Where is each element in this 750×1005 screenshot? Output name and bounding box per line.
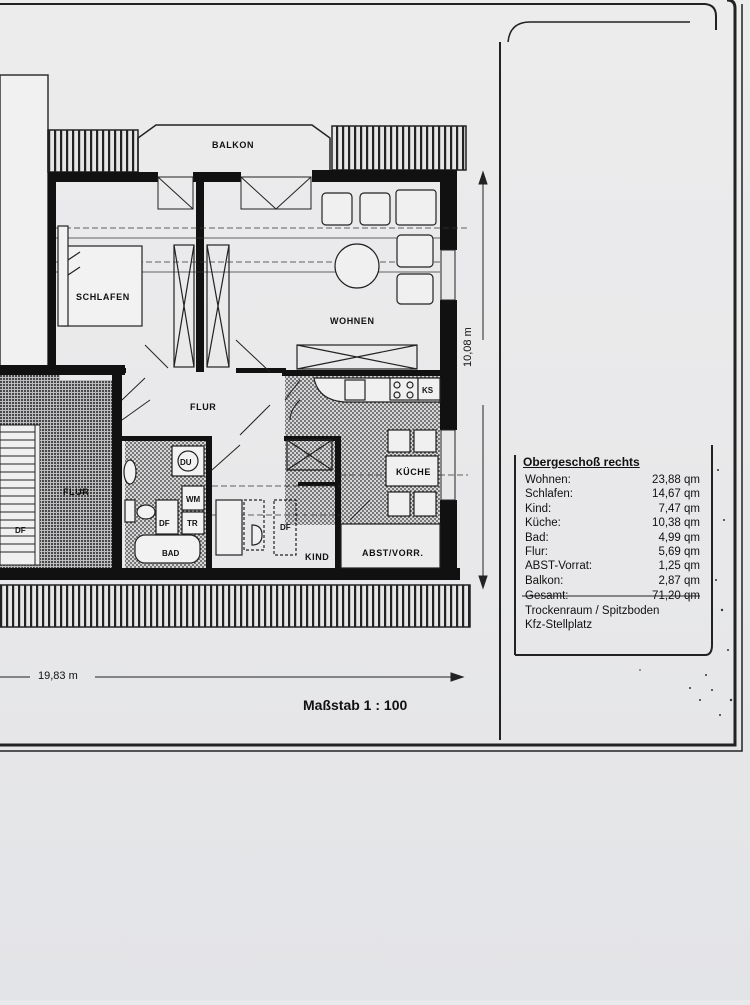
scale-label: Maßstab 1 : 100 — [303, 697, 408, 713]
living-furniture — [321, 189, 437, 305]
width-dimension-label: 19,83 m — [38, 670, 78, 682]
height-dimension-label: 10,08 m — [462, 327, 474, 367]
kitchen-counter — [313, 377, 441, 403]
bottom-rail — [0, 584, 471, 628]
area-row-wohnen: Wohnen: 23,88 qm — [525, 473, 700, 487]
area-row-label: Balkon: — [525, 574, 564, 587]
abst-vorr-room — [340, 523, 441, 569]
area-row-value: 1,25 qm — [658, 560, 700, 573]
area-row-label: Kind: — [525, 502, 552, 515]
area-row-label: Küche: — [525, 517, 561, 530]
width-dimension — [0, 672, 465, 682]
wardrobes — [173, 244, 418, 471]
area-row-total: Gesamt: 71,20 qm — [525, 589, 700, 603]
area-row-value: 10,38 qm — [652, 517, 700, 530]
print-speckles — [639, 469, 733, 716]
outer-walls — [0, 170, 460, 580]
area-row-label: Bad: — [525, 531, 549, 544]
area-table-rows: Wohnen: 23,88 qm Schlafen: 14,67 qm Kind… — [525, 473, 700, 632]
room-label-flur-stair: FLUR — [63, 487, 89, 497]
room-label-df-bad: DF — [159, 519, 170, 528]
room-label-kind: KIND — [305, 552, 329, 562]
balcony-bay — [137, 124, 331, 172]
area-row-value: 14,67 qm — [652, 488, 700, 501]
area-row-label: Flur: — [525, 546, 548, 559]
area-row-kueche: Küche: 10,38 qm — [525, 516, 700, 530]
room-label-du: DU — [180, 458, 192, 467]
room-label-df-stair: DF — [15, 526, 26, 535]
window-right — [440, 249, 456, 301]
window-right-lower — [440, 429, 456, 501]
room-label-bad: BAD — [162, 549, 180, 558]
balcony-doors — [157, 176, 312, 210]
area-row-kind: Kind: 7,47 qm — [525, 502, 700, 516]
room-label-abst-vorr: ABST/VORR. — [362, 548, 424, 558]
area-row-label: ABST-Vorrat: — [525, 560, 593, 573]
area-row-value: 5,69 qm — [658, 546, 700, 559]
kind-furniture — [215, 499, 297, 556]
area-note-stellplatz: Kfz-Stellplatz — [525, 618, 593, 631]
area-row-bad: Bad: 4,99 qm — [525, 531, 700, 545]
ks-label: KS — [422, 386, 434, 395]
room-label-balkon: BALKON — [212, 140, 254, 150]
area-row-flur: Flur: 5,69 qm — [525, 545, 700, 559]
room-label-wohnen: WOHNEN — [330, 316, 375, 326]
door-swings — [121, 339, 371, 521]
area-row-label: Schlafen: — [525, 488, 573, 501]
area-row-value: 7,47 qm — [658, 502, 700, 515]
room-label-flur: FLUR — [190, 402, 216, 412]
bed — [57, 225, 143, 327]
room-label-tr: TR — [187, 519, 198, 528]
stair-flur-floor — [40, 380, 115, 570]
area-row-value: 23,88 qm — [652, 474, 700, 486]
area-table-frame — [514, 445, 713, 656]
height-dimension — [478, 170, 488, 590]
area-row-abst-vorrat: ABST-Vorrat: 1,25 qm — [525, 559, 700, 573]
area-row-schlafen: Schlafen: 14,67 qm — [525, 487, 700, 501]
room-label-kueche: KÜCHE — [396, 467, 431, 477]
area-note-trockenraum: Trockenraum / Spitzboden — [525, 604, 660, 617]
balcony-rail-right — [331, 125, 467, 171]
area-table: Obergeschoß rechts Wohnen: 23,88 qm Schl… — [515, 453, 705, 651]
bath-fixtures — [123, 445, 205, 564]
area-row-value: 2,87 qm — [658, 574, 700, 587]
area-total-label: Gesamt: — [525, 590, 569, 603]
sheet-border — [0, 0, 743, 752]
room-label-wm: WM — [186, 495, 201, 504]
area-total-value: 71,20 qm — [652, 590, 700, 603]
inner-walls — [56, 182, 442, 571]
area-row-label: Wohnen: — [525, 474, 571, 486]
area-table-title: Obergeschoß rechts — [523, 455, 640, 469]
room-label-df-kind: DF — [280, 523, 291, 532]
kitchen-dining — [385, 429, 439, 517]
balcony-rail-left — [47, 129, 139, 173]
area-row-value: 4,99 qm — [658, 531, 700, 544]
room-label-schlafen: SCHLAFEN — [76, 292, 130, 302]
staircase — [0, 424, 41, 566]
area-row-balkon: Balkon: 2,87 qm — [525, 574, 700, 588]
